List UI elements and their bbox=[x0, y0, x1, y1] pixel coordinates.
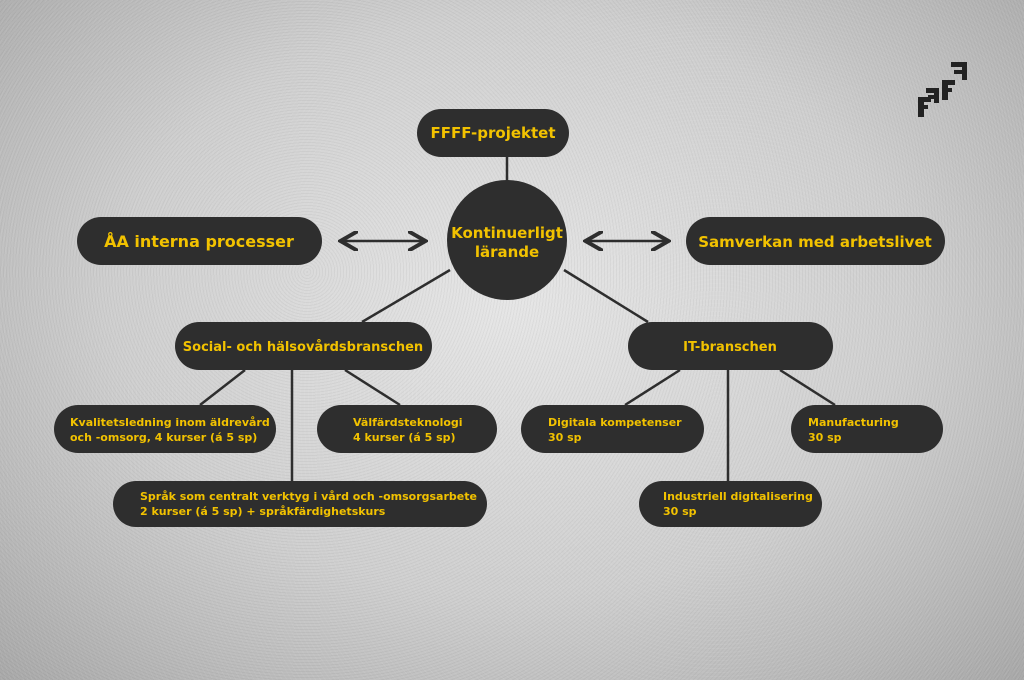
connector bbox=[199, 369, 246, 406]
project-node bbox=[417, 109, 569, 157]
industrial-label-1: Industriell digitalisering bbox=[663, 490, 813, 503]
industrial-node bbox=[639, 481, 822, 527]
industrial-label-2: 30 sp bbox=[663, 505, 697, 518]
manufacturing-node bbox=[791, 405, 943, 453]
fff-logo bbox=[918, 62, 967, 117]
connector bbox=[624, 368, 681, 407]
digital-label-1: Digitala kompetenser bbox=[548, 416, 682, 429]
connector bbox=[361, 268, 451, 324]
it-label: IT-branschen bbox=[683, 340, 777, 355]
it-node bbox=[628, 322, 833, 370]
digital-node bbox=[521, 405, 704, 453]
connectors bbox=[199, 157, 836, 481]
project-label: FFFF-projektet bbox=[431, 124, 556, 142]
connector bbox=[344, 368, 401, 407]
welfare-label-2: 4 kurser (á 5 sp) bbox=[353, 431, 456, 444]
language-label-2: 2 kurser (á 5 sp) + språkfärdighetskurs bbox=[140, 505, 386, 518]
center-label-1: Kontinuerligt bbox=[451, 224, 563, 242]
connector bbox=[563, 268, 649, 324]
work-label: Samverkan med arbetslivet bbox=[698, 233, 932, 251]
welfare-label-1: Välfärdsteknologi bbox=[353, 416, 463, 429]
internal-node bbox=[77, 217, 322, 265]
social-label: Social- och hälsovårdsbranschen bbox=[183, 340, 423, 355]
language-node bbox=[113, 481, 487, 527]
quality-label-1: Kvalitetsledning inom äldrevård bbox=[70, 416, 270, 429]
connector bbox=[779, 368, 836, 407]
language-label-1: Språk som centralt verktyg i vård och -o… bbox=[140, 490, 477, 503]
manufacturing-label-2: 30 sp bbox=[808, 431, 842, 444]
internal-label: ÅA interna processer bbox=[104, 232, 294, 251]
social-node bbox=[175, 322, 432, 370]
quality-label-2: och -omsorg, 4 kurser (á 5 sp) bbox=[70, 431, 257, 444]
center-node bbox=[447, 180, 567, 300]
work-node bbox=[686, 217, 945, 265]
welfare-node bbox=[317, 405, 497, 453]
manufacturing-label-1: Manufacturing bbox=[808, 416, 899, 429]
digital-label-2: 30 sp bbox=[548, 431, 582, 444]
center-label-2: lärande bbox=[475, 243, 539, 261]
quality-node bbox=[54, 405, 276, 453]
